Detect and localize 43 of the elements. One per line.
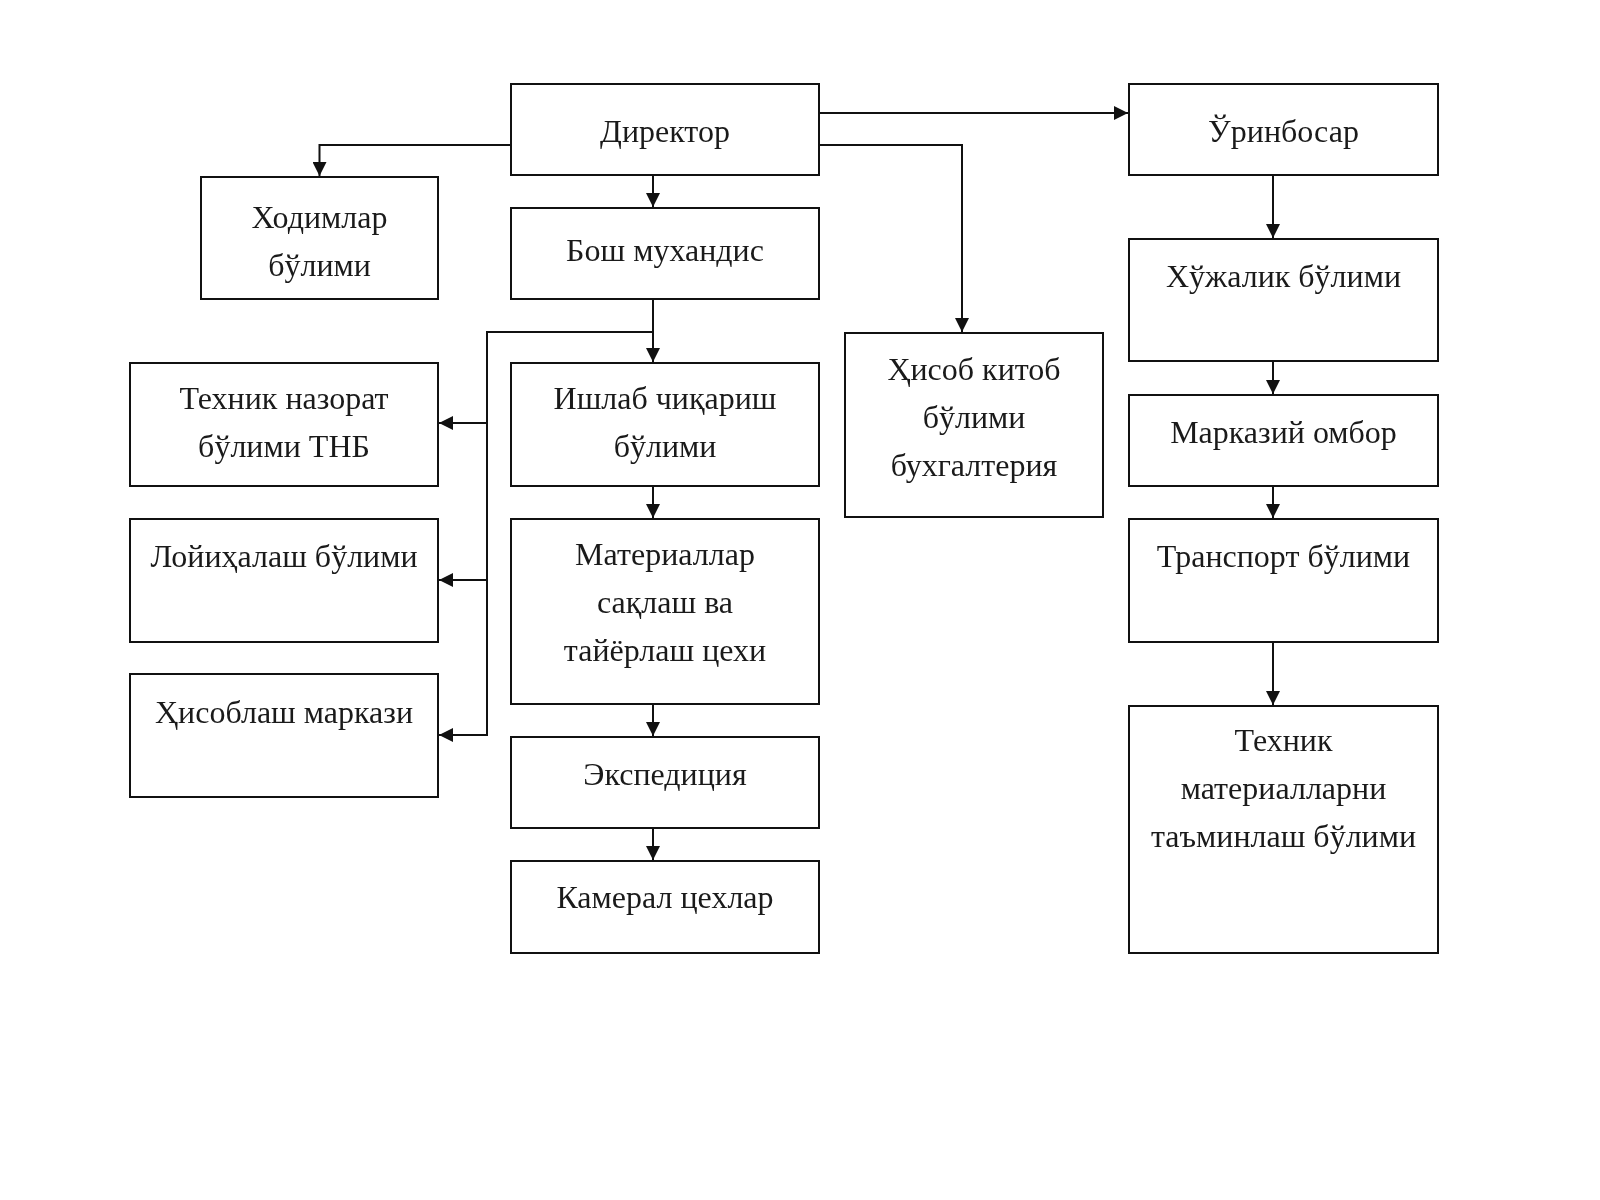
arrow [1266,642,1280,706]
department-box [510,207,820,300]
department-label: Ишлаб чиқариш бўлими [552,379,778,466]
department-box [129,518,439,643]
department-label: Марказий омбор [1170,413,1397,452]
department-label: Техник назорат бўлими ТНБ [178,379,390,466]
arrow [1266,175,1280,239]
department-label: Камерал цехлар [556,878,774,917]
department-label: Ҳисоблаш маркази [155,693,413,732]
department-label: Техник материалларни таъминлаш бўлими [1149,721,1418,856]
department-box [510,518,820,705]
arrow [312,144,511,177]
department-box [200,176,439,300]
department-label: Ҳисоб китоб бўлими бухгалтерия [886,350,1062,485]
department-label: Ходимлар бўлими [250,198,389,285]
arrow [646,175,660,208]
department-label: Ўринбосар [1208,112,1359,151]
arrow [646,828,660,861]
arrow [1266,486,1280,519]
department-label: Транспорт бўлими [1156,537,1411,576]
department-label: Бош мухандис [566,231,764,270]
department-box [510,860,820,954]
department-box [1128,238,1439,362]
department-label: Хўжалик бўлими [1165,257,1402,296]
department-label: Лойиҳалаш бўлими [150,537,418,576]
department-box [510,83,820,176]
department-box [129,673,439,798]
department-box [844,332,1104,518]
arrow [646,704,660,737]
department-label: Материаллар сақлаш ва тайёрлаш цехи [562,535,768,670]
department-label: Директор [600,112,730,151]
arrow [646,486,660,519]
department-box [510,362,820,487]
department-box [1128,518,1439,643]
department-box [129,362,439,487]
department-box [1128,83,1439,176]
arrow [819,144,969,333]
department-label: Экспедиция [583,755,747,794]
arrow [1266,361,1280,395]
department-box [510,736,820,829]
department-box [1128,705,1439,954]
arrow [819,106,1129,120]
department-box [1128,394,1439,487]
